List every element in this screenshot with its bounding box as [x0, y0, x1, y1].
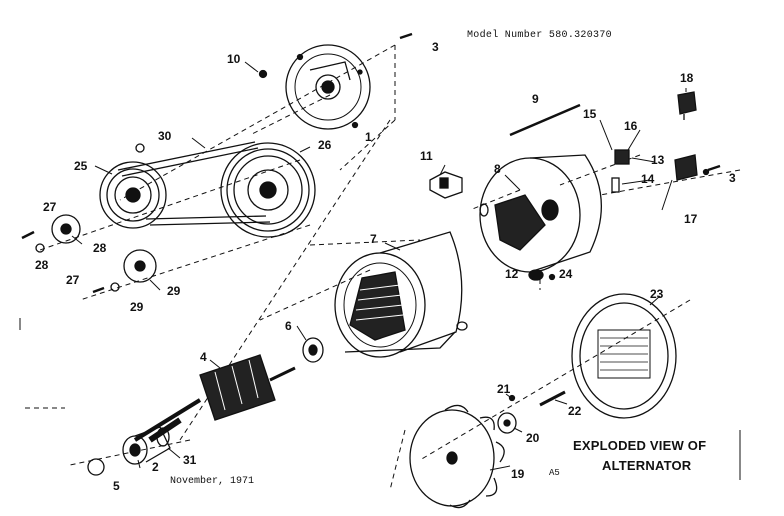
part-number-label: 25	[74, 159, 88, 173]
part-number-label: 29	[167, 284, 181, 298]
bearing-part	[302, 337, 324, 363]
part-number-label: 14	[641, 172, 655, 186]
part-number-label: 31	[183, 453, 197, 467]
part-number-label: 23	[650, 287, 664, 301]
fan-part	[409, 404, 505, 509]
part-number-label: 28	[93, 241, 107, 255]
part-number-label: 20	[526, 431, 540, 445]
part-number-label: 15	[583, 107, 597, 121]
part-number-label: 19	[511, 467, 525, 481]
brush-holder-part	[611, 149, 710, 193]
diagram-title-line1: EXPLODED VIEW OF	[573, 438, 707, 453]
part-number-label: 17	[684, 212, 698, 226]
part-number-label: 4	[200, 350, 207, 364]
washer-part	[497, 390, 566, 434]
part-number-label: 18	[680, 71, 694, 85]
part-number-label: 3	[729, 171, 736, 185]
terminal-part	[528, 269, 556, 281]
hub-part	[21, 214, 81, 253]
end-bell-part	[285, 44, 371, 130]
part-number-label: 2	[152, 460, 159, 474]
small-pulley-part	[99, 161, 167, 229]
rotor-part	[133, 354, 296, 443]
part-number-label: 11	[420, 149, 433, 163]
part-number-label: 13	[651, 153, 665, 167]
part-number-label: 26	[318, 138, 332, 152]
part-number-label: 22	[568, 404, 582, 418]
regulator-part	[677, 91, 697, 120]
cover-grille-part	[571, 293, 677, 419]
part-number-label: 29	[130, 300, 144, 314]
sheet-code-label: A5	[549, 468, 560, 478]
part-number-label: 3	[432, 40, 439, 54]
part-number-label: 12	[505, 267, 519, 281]
nut-part	[87, 458, 105, 476]
stator-housing-part	[334, 231, 468, 358]
slip-ring-part	[122, 426, 171, 465]
part-number-label: 24	[559, 267, 573, 281]
small-hub-part	[92, 249, 157, 294]
part-number-label: 10	[227, 52, 241, 66]
part-number-label: 27	[66, 273, 80, 287]
assembly-lines	[25, 44, 741, 491]
part-number-label: 5	[113, 479, 120, 493]
part-number-label: 1	[365, 130, 372, 144]
part-number-label: 28	[35, 258, 49, 272]
part-number-label: 9	[532, 92, 539, 106]
part-number-label: 27	[43, 200, 57, 214]
leader-lines	[71, 61, 687, 471]
model-number-label: Model Number 580.320370	[467, 30, 612, 41]
part-number-label: 8	[494, 162, 501, 176]
part-number-label: 30	[158, 129, 172, 143]
screws-part	[258, 32, 721, 172]
diagram-title-line2: ALTERNATOR	[602, 458, 692, 473]
part-number-label: 6	[285, 319, 292, 333]
large-pulley-part	[220, 142, 316, 238]
date-label: November, 1971	[170, 476, 255, 487]
part-number-label: 16	[624, 119, 638, 133]
part-number-label: 21	[497, 382, 511, 396]
rod-part	[509, 103, 581, 137]
bracket-part	[429, 171, 463, 199]
part-number-label: 7	[370, 232, 377, 246]
